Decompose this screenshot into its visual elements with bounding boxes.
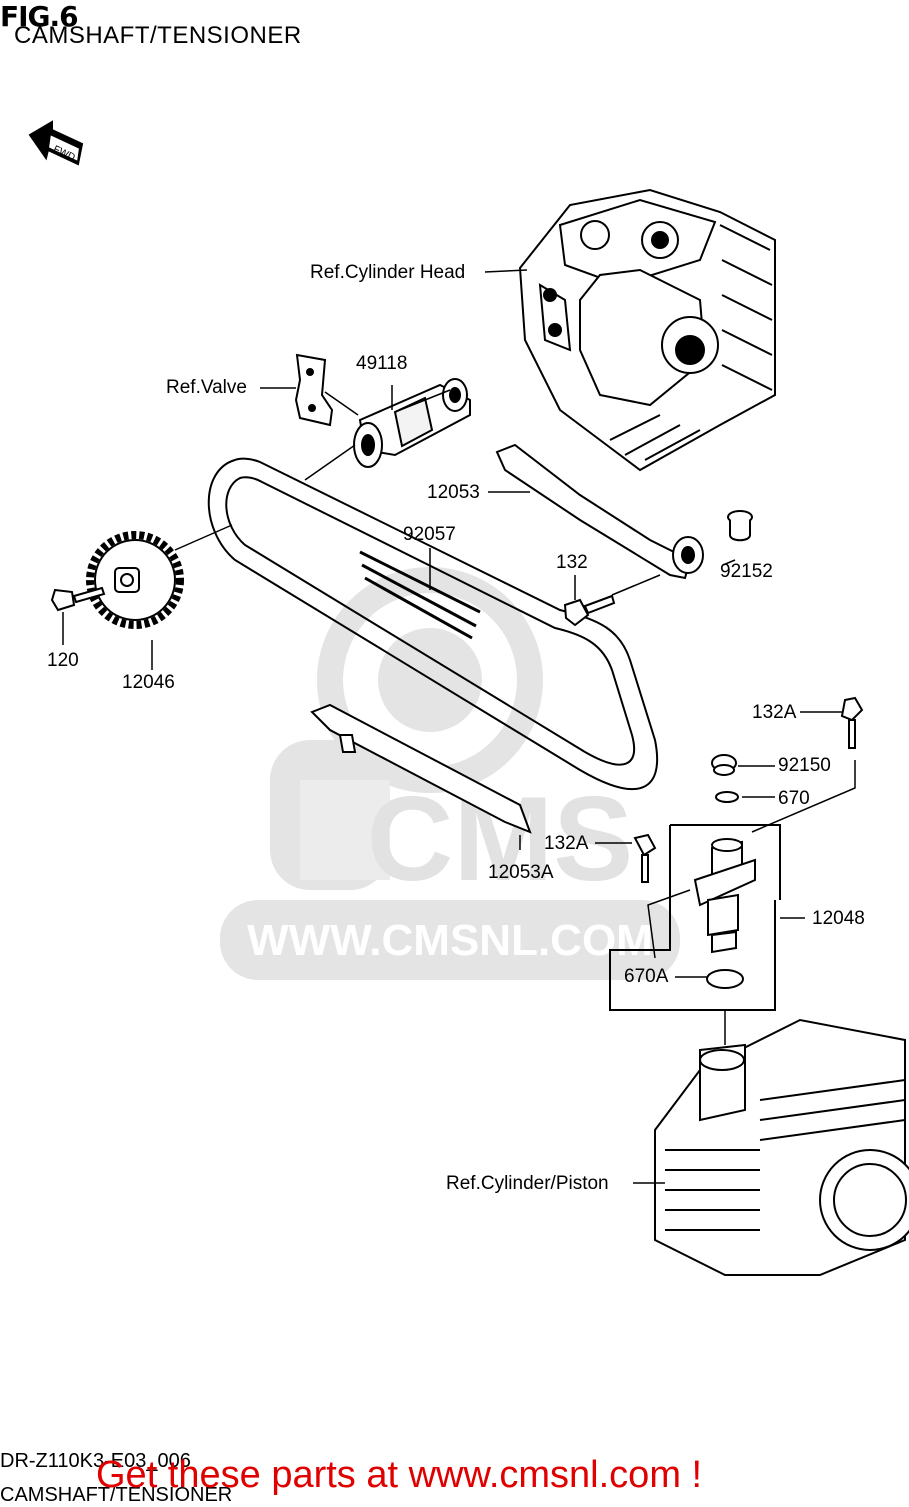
watermark-url: WWW.CMSNL.COM [247, 916, 653, 965]
callout-12048: 12048 [812, 908, 865, 929]
callout-92150: 92150 [778, 755, 831, 776]
callout-12053: 12053 [427, 482, 480, 503]
callout-670A: 670A [624, 966, 669, 987]
cylinder-head [518, 188, 776, 472]
callout-92152: 92152 [720, 561, 773, 582]
callout-132A-top: 132A [752, 702, 797, 723]
callout-12053A: 12053A [488, 862, 554, 883]
camshaft [353, 378, 471, 468]
pin-92152 [727, 510, 753, 542]
fwd-arrow-icon: FWD [28, 120, 84, 166]
callout-120: 120 [47, 650, 79, 671]
cylinder-block [654, 1018, 909, 1276]
cam-chain [207, 457, 659, 791]
callout-12046: 12046 [122, 672, 175, 693]
figure-number: FIG.6 [0, 0, 79, 33]
leader-lines [62, 269, 856, 1184]
callout-ref-cylinder-head: Ref.Cylinder Head [310, 262, 466, 283]
cam-sprocket [86, 531, 184, 629]
figure-subtitle: CAMSHAFT/TENSIONER [14, 22, 302, 49]
watermark-logo: CMS [367, 772, 634, 906]
callout-ref-valve: Ref.Valve [166, 377, 247, 398]
chain-guide-12053 [495, 443, 704, 580]
diagram-code: DR-Z110K3-E03_006 [0, 1450, 191, 1472]
callout-670: 670 [778, 788, 810, 809]
callout-92057: 92057 [403, 524, 456, 545]
callout-ref-cylinder-piston: Ref.Cylinder/Piston [446, 1173, 609, 1194]
callout-49118: 49118 [356, 353, 408, 374]
cta-link[interactable]: Get these parts at www.cmsnl.com ! [96, 1454, 703, 1496]
valve-bracket [294, 353, 334, 427]
callout-132A-mid: 132A [544, 833, 589, 854]
tensioner-12048 [609, 696, 864, 1011]
callout-132: 132 [556, 552, 588, 573]
cms-watermark: WWW.CMSNL.COM CMS [220, 567, 680, 980]
bolt-132 [563, 594, 616, 627]
bolt-120 [50, 586, 106, 612]
chain-guide-12053A [310, 703, 532, 834]
